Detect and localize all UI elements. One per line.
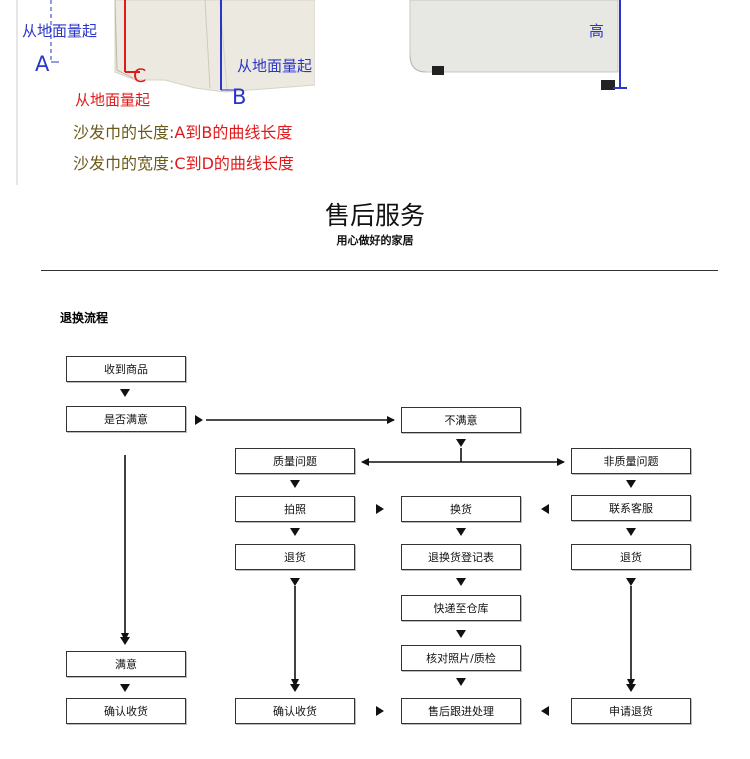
from-ground-label-right: 从地面量起	[237, 57, 313, 75]
divider	[41, 270, 718, 271]
length-note-prefix: 沙发巾的长度:	[73, 123, 175, 142]
step-exchange: 换货	[401, 496, 521, 522]
step-contact-service: 联系客服	[571, 495, 691, 521]
height-label: 高	[589, 22, 605, 40]
step-satisfied: 满意	[66, 651, 186, 677]
width-note-prefix: 沙发巾的宽度:	[73, 154, 175, 173]
step-register-form: 退换货登记表	[401, 544, 521, 570]
width-note: 沙发巾的宽度:C到D的曲线长度	[73, 150, 294, 174]
sofa-base-illustration	[408, 0, 718, 95]
step-confirm-receipt-quality: 确认收货	[235, 698, 355, 724]
page-title: 售后服务	[324, 201, 425, 230]
step-not-satisfied: 不满意	[401, 407, 521, 433]
step-take-photo: 拍照	[235, 496, 355, 522]
point-a-label: A	[35, 52, 50, 76]
step-after-sales-followup: 售后跟进处理	[401, 698, 521, 724]
sofa-skirt-illustration	[15, 0, 316, 190]
step-verify-inspect: 核对照片/质检	[401, 645, 521, 671]
step-confirm-receipt-left: 确认收货	[66, 698, 186, 724]
step-receive-goods: 收到商品	[66, 356, 186, 382]
length-note-value: A到B的曲线长度	[174, 123, 293, 142]
width-note-value: C到D的曲线长度	[174, 154, 294, 173]
from-ground-label-left: 从地面量起	[22, 22, 98, 40]
section-title: 退换流程	[60, 311, 109, 325]
length-note: 沙发巾的长度:A到B的曲线长度	[73, 119, 292, 143]
page-subtitle: 用心做好的家居	[336, 234, 414, 247]
step-return-quality: 退货	[235, 544, 355, 570]
step-non-quality-issue: 非质量问题	[571, 448, 691, 474]
step-courier-warehouse: 快递至仓库	[401, 595, 521, 621]
step-satisfied-question: 是否满意	[66, 406, 186, 432]
point-c-label: C	[133, 65, 147, 87]
step-apply-return: 申请退货	[571, 698, 691, 724]
step-quality-issue: 质量问题	[235, 448, 355, 474]
point-b-label: B	[232, 85, 247, 109]
from-ground-label-red: 从地面量起	[75, 91, 151, 109]
step-return-nonquality: 退货	[571, 544, 691, 570]
